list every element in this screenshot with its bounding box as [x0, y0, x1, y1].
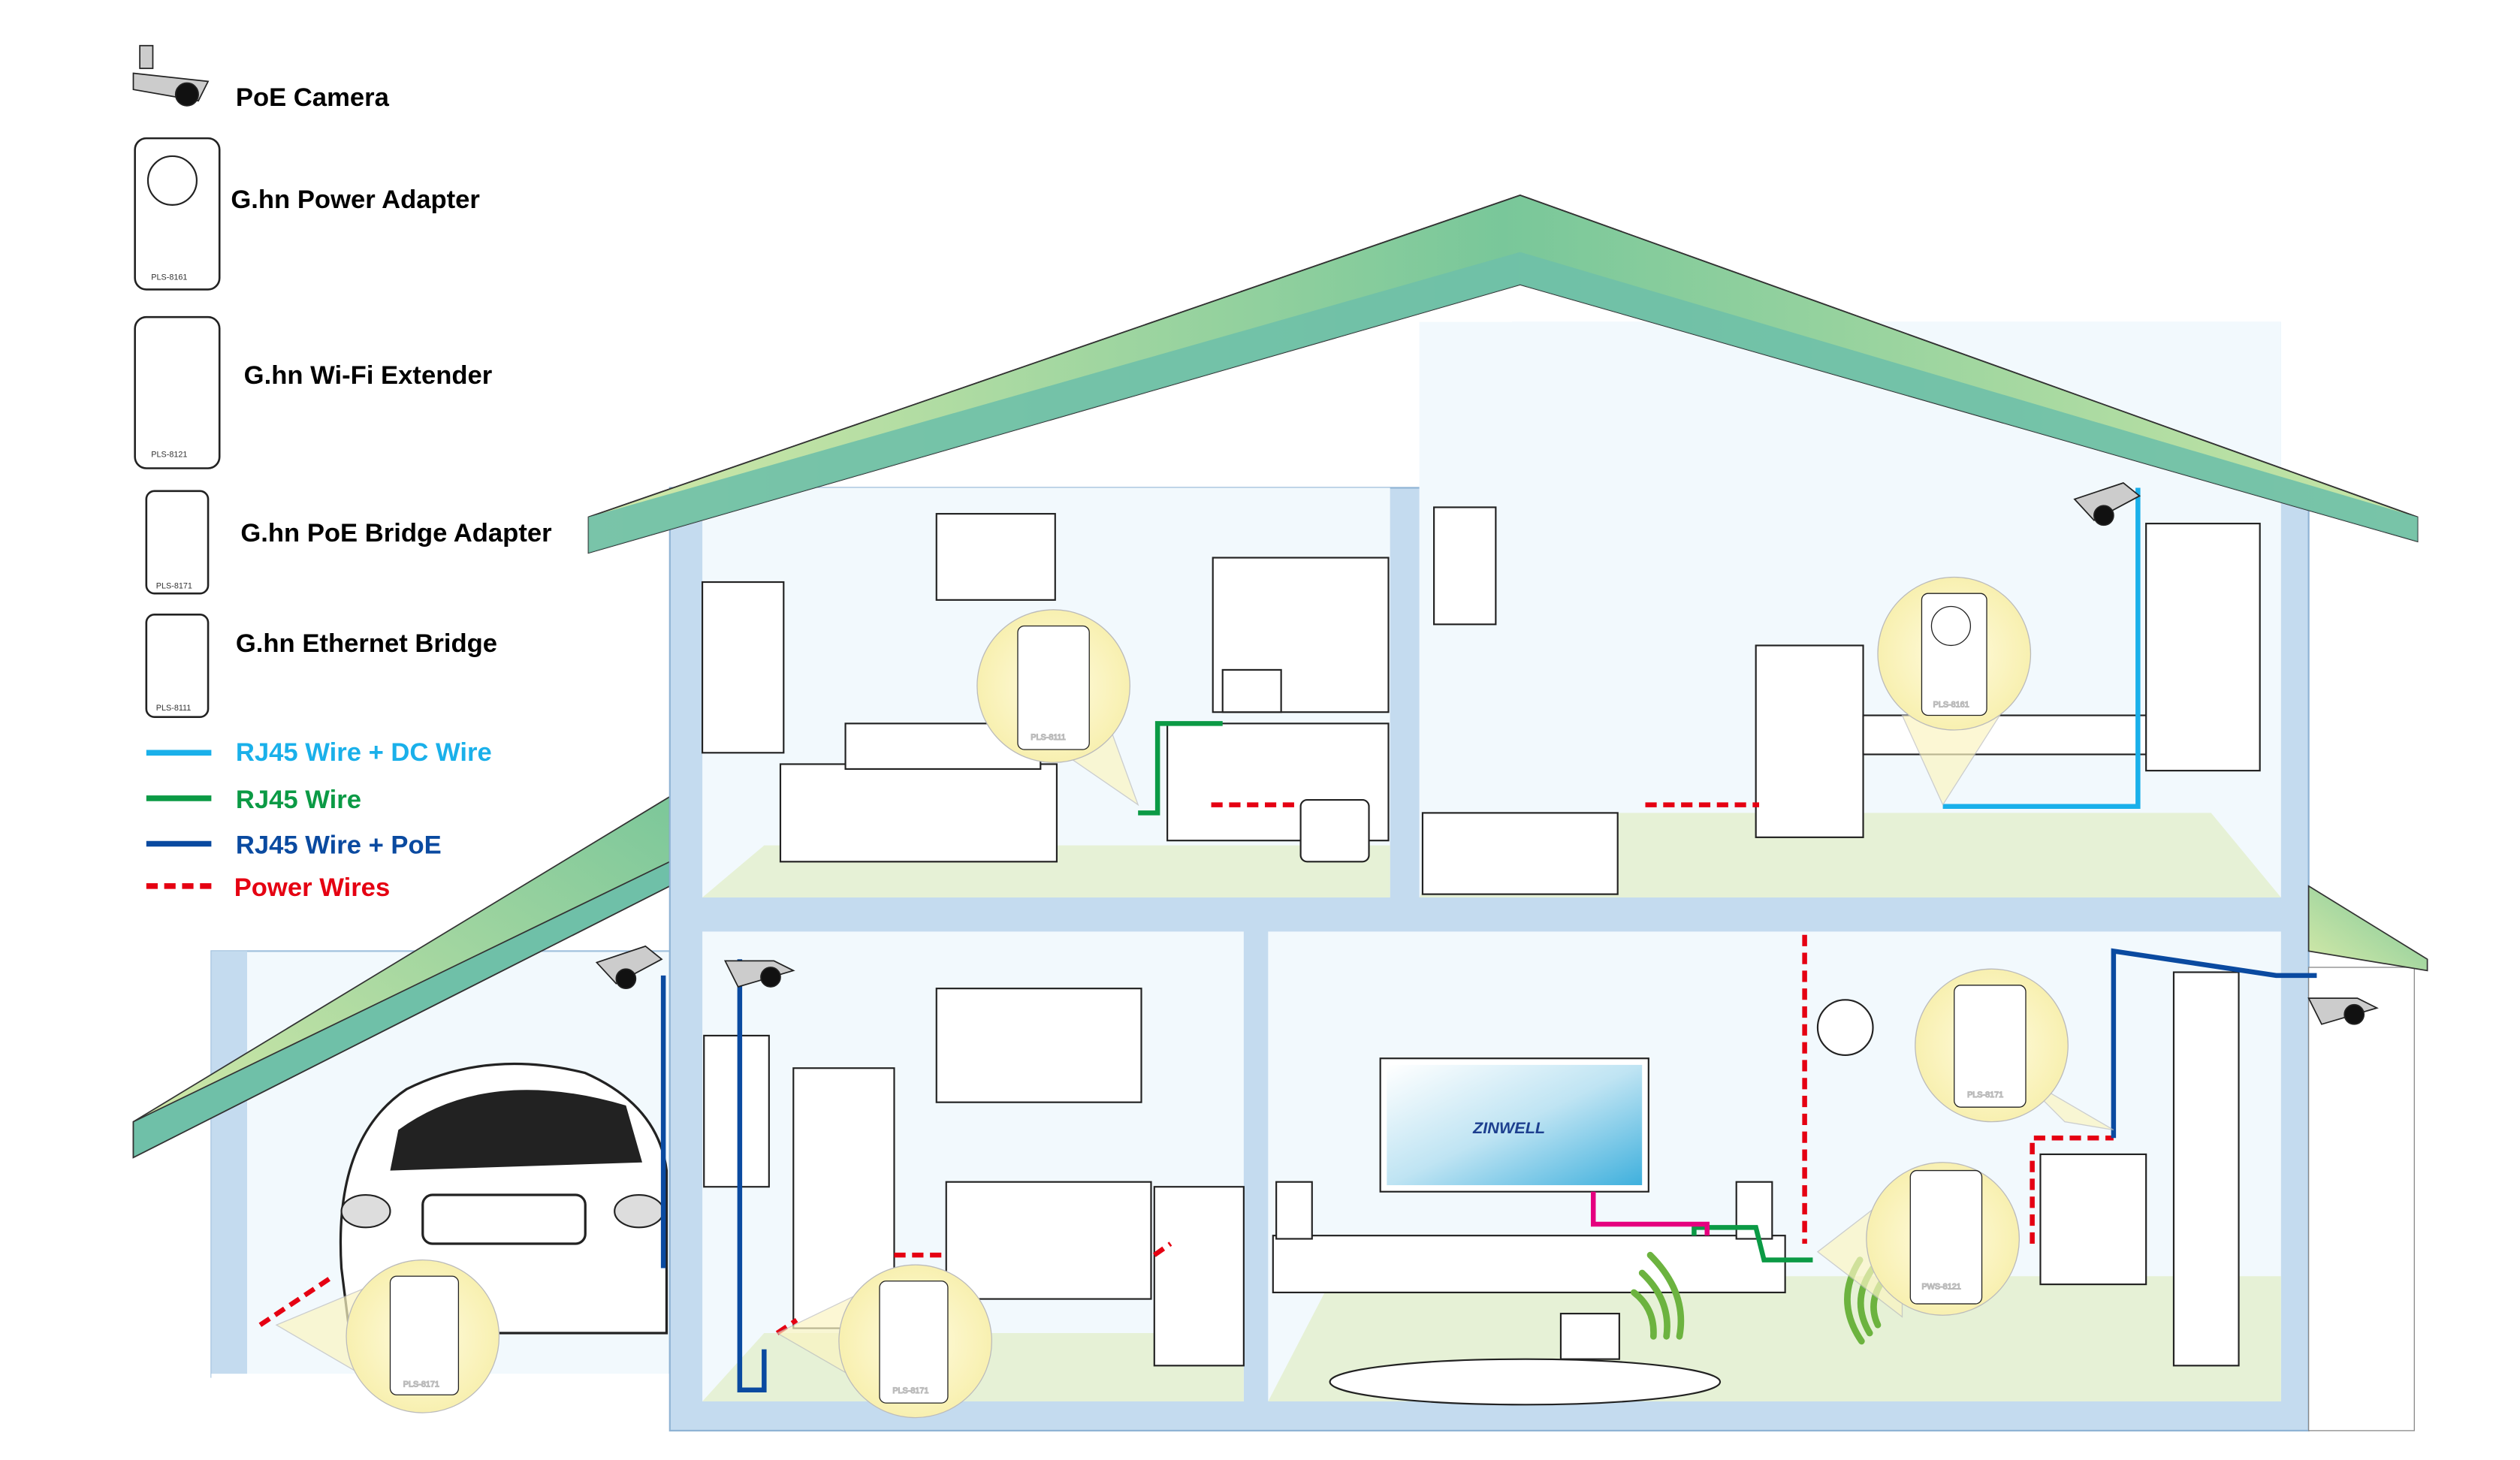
- svg-text:PWS-8121: PWS-8121: [1921, 1283, 1960, 1292]
- svg-text:PLS-8161: PLS-8161: [1933, 701, 1969, 710]
- bed: [779, 763, 1058, 863]
- tv-logo: ZINWELL: [1472, 1118, 1545, 1137]
- poe-camera-icon: [132, 44, 210, 107]
- callout-living-lower: PWS-8121: [1816, 1162, 2020, 1318]
- stove: [1153, 1186, 1245, 1367]
- shelf: [2039, 1153, 2147, 1286]
- svg-text:PLS-8161: PLS-8161: [151, 273, 187, 282]
- callout-upstairs-study: PLS-8161: [1877, 576, 2032, 806]
- svg-text:Power Wires: Power Wires: [234, 873, 391, 902]
- legend-wifi-extender: PLS-8121 G.hn Wi-Fi Extender: [134, 315, 493, 469]
- svg-text:PLS-8171: PLS-8171: [156, 582, 192, 591]
- legend-poe-camera: PoE Camera: [132, 44, 390, 112]
- svg-text:PLS-8111: PLS-8111: [156, 704, 192, 713]
- kitchen-cabinet: [935, 988, 1142, 1103]
- svg-text:G.hn Ethernet Bridge: G.hn Ethernet Bridge: [236, 629, 497, 658]
- wifi-extender-icon: [134, 315, 221, 469]
- legend-poe-bridge: PLS-8171 G.hn PoE Bridge Adapter: [145, 490, 552, 595]
- clock-icon: [1816, 999, 1874, 1056]
- legend-wire-rj45: RJ45 Wire: [146, 786, 361, 814]
- callout-kitchen: PLS-8171: [776, 1264, 993, 1419]
- legend: PoE Camera PLS-8161 G.hn Power Adapter P…: [132, 44, 552, 902]
- window: [2145, 523, 2261, 772]
- callout-upstairs-bedroom: PLS-8111: [976, 609, 1139, 807]
- laptop-icon: [1221, 668, 1282, 713]
- svg-text:PLS-8121: PLS-8121: [151, 450, 187, 459]
- svg-text:RJ45 Wire: RJ45 Wire: [236, 786, 361, 814]
- poe-camera-icon: [595, 482, 2379, 1025]
- poe-bridge-icon: [145, 490, 210, 595]
- tv-stand: [1272, 1235, 1786, 1294]
- legend-wire-rj45-dc: RJ45 Wire + DC Wire: [146, 738, 492, 767]
- counter: [945, 1181, 1152, 1300]
- callout-living-upper: PLS-8171: [1915, 968, 2114, 1131]
- ethernet-bridge-icon: [145, 614, 210, 718]
- svg-text:PoE Camera: PoE Camera: [236, 83, 390, 112]
- power-wires: [258, 802, 2114, 1335]
- svg-text:RJ45 Wire + PoE: RJ45 Wire + PoE: [236, 831, 442, 860]
- picture-frame: [935, 513, 1056, 601]
- garage: [132, 795, 671, 1431]
- tv: ZINWELL: [1379, 1057, 1649, 1193]
- picture-frame: [1433, 506, 1497, 626]
- legend-power-wires: Power Wires: [146, 873, 390, 902]
- svg-text:PLS-8171: PLS-8171: [403, 1380, 439, 1389]
- svg-text:PLS-8171: PLS-8171: [892, 1386, 928, 1395]
- svg-text:PLS-8171: PLS-8171: [1967, 1090, 2003, 1100]
- bed: [1421, 812, 1619, 895]
- bookshelf: [1755, 644, 1864, 838]
- door: [2172, 971, 2240, 1367]
- svg-text:G.hn PoE Bridge Adapter: G.hn PoE Bridge Adapter: [240, 519, 551, 548]
- callout-garage: PLS-8171: [275, 1259, 500, 1413]
- svg-text:RJ45 Wire + DC Wire: RJ45 Wire + DC Wire: [236, 738, 492, 767]
- trash-bin: [1299, 798, 1370, 863]
- legend-wire-rj45-poe: RJ45 Wire + PoE: [146, 831, 442, 860]
- legend-power-adapter: PLS-8161 G.hn Power Adapter: [134, 137, 480, 291]
- legend-ethernet-bridge: PLS-8111 G.hn Ethernet Bridge: [145, 614, 497, 718]
- svg-text:G.hn Power Adapter: G.hn Power Adapter: [231, 186, 480, 214]
- laptop-icon: [1559, 1312, 1620, 1360]
- svg-text:G.hn Wi-Fi Extender: G.hn Wi-Fi Extender: [244, 361, 493, 390]
- svg-text:PLS-8111: PLS-8111: [1031, 733, 1066, 742]
